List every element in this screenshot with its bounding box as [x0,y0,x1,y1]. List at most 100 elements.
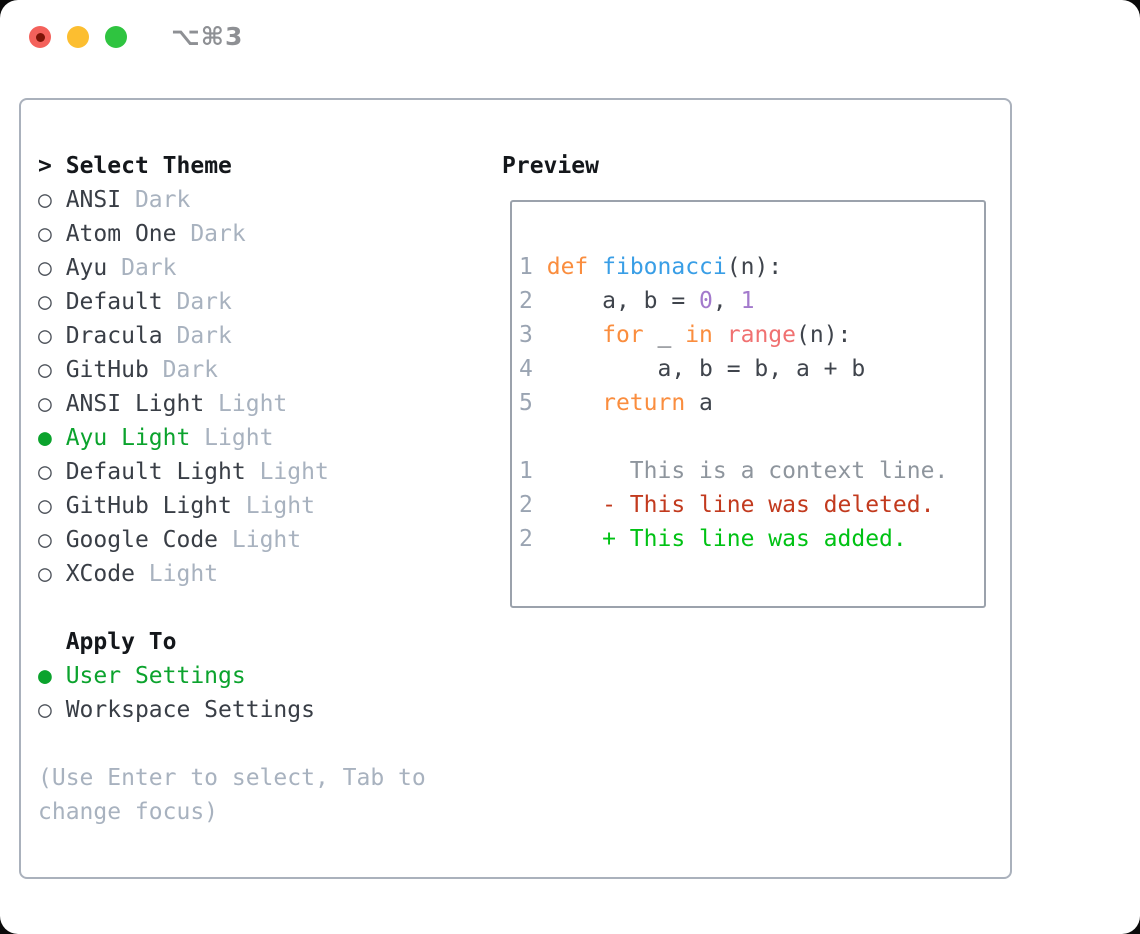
code-segment: (n): [726,254,783,280]
apply-option-workspace-settings[interactable]: ○ Workspace Settings [38,693,426,727]
code-segment [588,254,602,280]
theme-name: ANSI [65,187,122,213]
theme-variant-tag: Dark [107,255,177,281]
radio-icon: ○ [38,697,66,723]
preview-line: 2 a, b = 0, 1 [519,284,984,318]
code-segment [533,390,602,416]
code-segment: a [685,390,713,416]
preview-line: 4 a, b = b, a + b [519,352,984,386]
theme-option-dracula[interactable]: ○ Dracula Dark [38,319,426,353]
theme-name: Ayu Light [65,425,191,451]
theme-option-github-light[interactable]: ○ GitHub Light Light [38,489,426,523]
line-number: 1 [519,458,533,484]
apply-to-header: Apply To [38,625,426,659]
radio-icon: ○ [38,255,66,281]
theme-option-default[interactable]: ○ Default Dark [38,285,426,319]
theme-option-ansi-light[interactable]: ○ ANSI Light Light [38,387,426,421]
zoom-button[interactable] [105,26,127,48]
theme-option-github[interactable]: ○ GitHub Dark [38,353,426,387]
theme-option-atom-one[interactable]: ○ Atom One Dark [38,217,426,251]
apply-option-label: Workspace Settings [65,697,315,723]
code-segment: a, b = [532,288,700,314]
unsaved-dot-icon [35,32,45,42]
code-segment: 0 [699,288,713,314]
theme-variant-tag: Dark [162,323,232,349]
theme-picker-panel: > Select Theme ○ ANSI Dark○ Atom One Dar… [19,98,1012,879]
radio-selected-icon: ● [38,663,66,689]
theme-option-ayu[interactable]: ○ Ayu Dark [38,251,426,285]
radio-selected-icon: ● [38,425,66,451]
code-segment [533,254,547,280]
close-button[interactable] [29,26,51,48]
radio-icon: ○ [38,391,66,417]
theme-name: Default Light [65,459,246,485]
code-segment: _ [643,322,686,348]
theme-name: Default [65,289,163,315]
theme-name: XCode [65,561,135,587]
line-number: 2 [519,492,533,518]
theme-variant-tag: Light [218,527,302,553]
line-number: 2 [519,526,533,552]
radio-icon: ○ [38,459,66,485]
cursor-marker-icon: > [38,153,52,179]
code-segment: + This line was added. [532,526,907,552]
theme-option-ansi[interactable]: ○ ANSI Dark [38,183,426,217]
radio-icon: ○ [38,289,66,315]
preview-line: 2 - This line was deleted. [519,488,984,522]
preview-header: Preview [502,153,599,179]
apply-option-user-settings[interactable]: ● User Settings [38,659,426,693]
preview-line: 2 + This line was added. [519,522,984,556]
theme-variant-tag: Light [245,459,329,485]
radio-icon: ○ [38,493,66,519]
theme-name: ANSI Light [65,391,205,417]
preview-line: 1 This is a context line. [519,454,984,488]
theme-option-xcode[interactable]: ○ XCode Light [38,557,426,591]
select-theme-header-label: Select Theme [65,153,232,179]
theme-variant-tag: Dark [121,187,191,213]
code-segment: for [602,322,644,348]
theme-list: ○ ANSI Dark○ Atom One Dark○ Ayu Dark○ De… [38,183,426,591]
code-segment: - This line was deleted. [532,492,935,518]
theme-option-ayu-light[interactable]: ● Ayu Light Light [38,421,426,455]
line-number: 1 [519,254,533,280]
code-segment: return [602,390,686,416]
code-segment: fibonacci [602,254,727,280]
theme-variant-tag: Dark [176,221,246,247]
minimize-button[interactable] [67,26,89,48]
spacer [38,591,426,625]
apply-option-label: User Settings [65,663,246,689]
code-segment [713,322,727,348]
code-segment: def [546,254,589,280]
theme-variant-tag: Light [190,425,274,451]
theme-option-google-code[interactable]: ○ Google Code Light [38,523,426,557]
keyboard-hint: (Use Enter to select, Tab to change focus… [38,761,426,829]
theme-variant-tag: Light [204,391,288,417]
line-number: 2 [519,288,533,314]
radio-icon: ○ [38,187,66,213]
line-number: 3 [519,322,533,348]
window-title: ⌥⌘3 [171,22,244,51]
theme-name: Dracula [65,323,163,349]
theme-variant-tag: Light [134,561,219,587]
titlebar: ⌥⌘3 [29,22,244,51]
preview-line: 5 return a [519,386,984,420]
code-segment: range [726,322,797,348]
radio-icon: ○ [38,561,66,587]
code-segment: in [685,322,713,348]
radio-icon: ○ [38,357,66,383]
radio-icon: ○ [38,221,66,247]
code-segment [533,322,602,348]
hint-line: change focus) [38,799,219,825]
hint-line: (Use Enter to select, Tab to [38,765,426,791]
spacer [38,727,426,761]
theme-option-default-light[interactable]: ○ Default Light Light [38,455,426,489]
theme-variant-tag: Dark [148,357,219,383]
code-segment: , [712,288,741,314]
theme-name: GitHub [65,357,149,383]
theme-name: Atom One [65,221,177,247]
theme-name: Ayu [65,255,108,281]
radio-icon: ○ [38,527,66,553]
apply-to-list: ● User Settings○ Workspace Settings [38,659,426,727]
